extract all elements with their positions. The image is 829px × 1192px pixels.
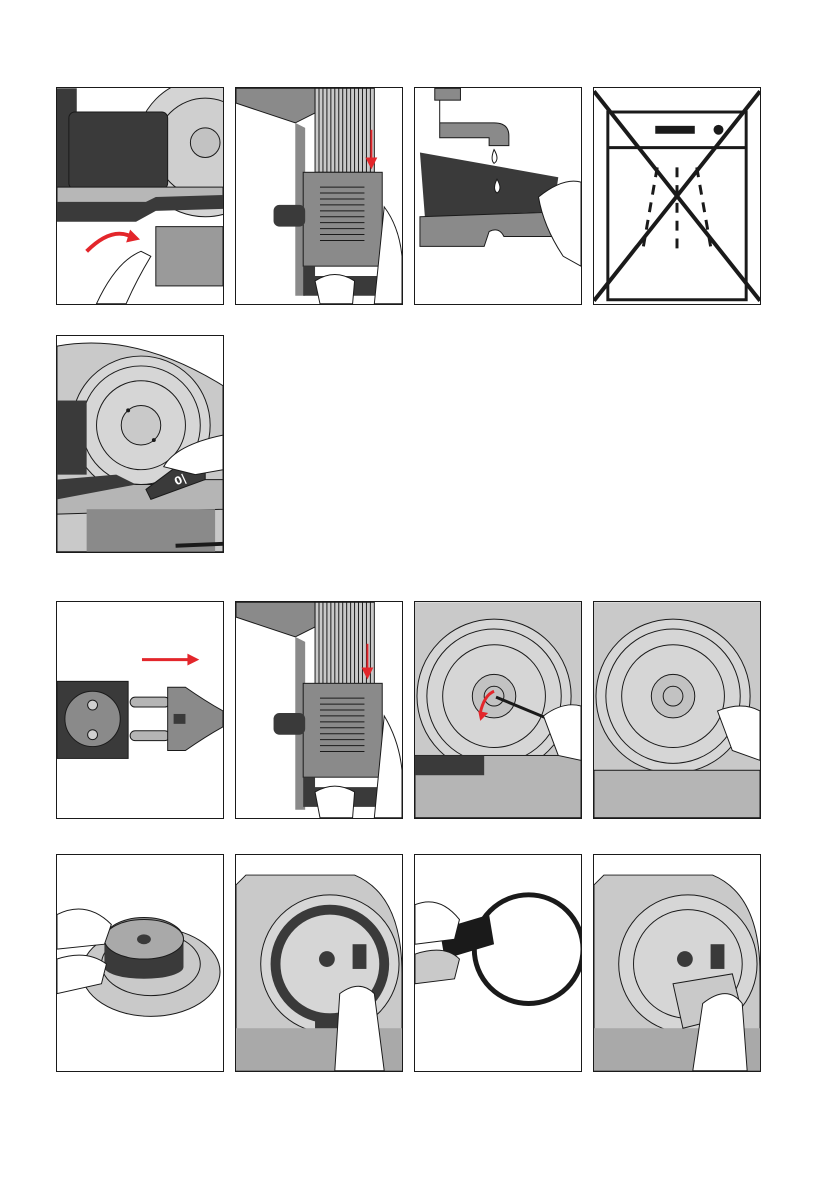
panel-unscrew-cover: [414, 601, 582, 819]
carriage-slide-down-illustration: [236, 88, 402, 304]
panel-blade-cleaning: [593, 854, 761, 1072]
remove-tray-illustration: [57, 88, 223, 304]
blade-ring-illustration: [236, 855, 402, 1071]
panel-remove-tray: [56, 87, 224, 305]
panel-rinse: [414, 87, 582, 305]
blade-cleaning-illustration: [594, 855, 760, 1071]
no-dishwasher-icon: [594, 88, 760, 304]
remove-blade-cover-illustration: [594, 602, 760, 818]
panel-ring-removal: [414, 854, 582, 1072]
panel-switch-on: 0|: [56, 335, 224, 553]
panel-no-dishwasher: [593, 87, 761, 305]
panel-blade-handling: [56, 854, 224, 1072]
rinse-under-tap-illustration: [415, 88, 581, 304]
unplug-illustration: [57, 602, 223, 818]
panel-unplug: [56, 601, 224, 819]
panel-blade-ring: [235, 854, 403, 1072]
ring-removal-illustration: [415, 855, 581, 1071]
panel-carriage-slide: [235, 87, 403, 305]
carriage-down-illustration: [236, 602, 402, 818]
switch-on-illustration: 0|: [57, 336, 223, 552]
unscrew-blade-cover-illustration: [415, 602, 581, 818]
blade-handling-illustration: [57, 855, 223, 1071]
panel-carriage-down: [235, 601, 403, 819]
panel-remove-cover: [593, 601, 761, 819]
